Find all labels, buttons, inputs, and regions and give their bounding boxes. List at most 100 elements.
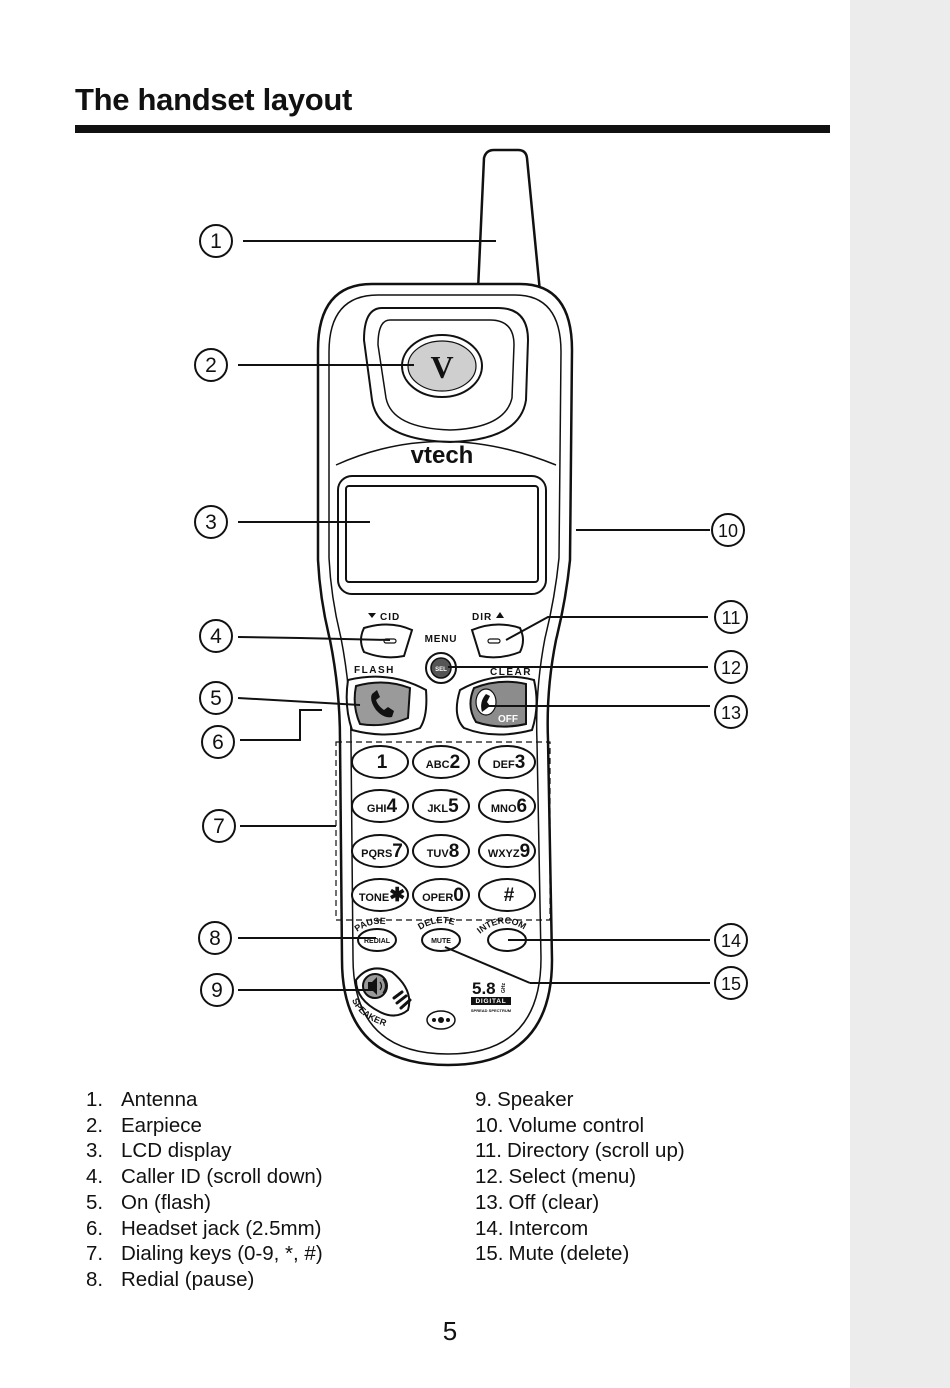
callout-number: 7 — [213, 815, 225, 838]
legend-item-number: 10. — [475, 1113, 504, 1139]
dial-key-digit: # — [504, 885, 515, 906]
legend-item-text: Earpiece — [121, 1113, 202, 1139]
legend-item: 1.Antenna — [86, 1087, 323, 1113]
callout-number: 12 — [721, 658, 741, 678]
callout-number: 1 — [210, 230, 222, 253]
brand-logo: vtech — [411, 442, 474, 469]
dial-key-digit: 0 — [453, 885, 464, 906]
dial-key-digit: 6 — [517, 796, 528, 817]
off-label: OFF — [498, 714, 518, 725]
legend-item-number: 7. — [86, 1241, 121, 1267]
legend-item-text: Speaker — [497, 1087, 573, 1113]
redial-key-label: REDIAL — [364, 938, 391, 945]
callout-number: 5 — [210, 687, 222, 710]
legend-item-number: 1. — [86, 1087, 121, 1113]
legend-item-text: On (flash) — [121, 1190, 211, 1216]
dial-key-letters: TUV — [427, 848, 450, 860]
legend-item-text: Off (clear) — [509, 1190, 600, 1216]
dial-key-letters: PQRS — [361, 848, 392, 860]
freq-badge-number: 5.8 — [472, 979, 496, 998]
dial-key-digit: 1 — [377, 752, 388, 773]
dial-key-digit: 5 — [448, 796, 459, 817]
legend-item: 11.Directory (scroll up) — [475, 1138, 685, 1164]
dial-key-digit: 7 — [392, 841, 403, 862]
dial-key-digit: 2 — [450, 752, 461, 773]
dir-key-dash — [488, 639, 500, 643]
legend-item-text: LCD display — [121, 1138, 232, 1164]
dial-key-letters: OPER — [422, 892, 453, 904]
legend-item-text: Directory (scroll up) — [507, 1138, 685, 1164]
callout-number: 2 — [205, 354, 217, 377]
legend-item-text: Intercom — [509, 1216, 589, 1242]
legend-item-number: 8. — [86, 1267, 121, 1293]
callout-number: 6 — [212, 731, 224, 754]
callout-number: 13 — [721, 703, 741, 723]
legend-item: 5.On (flash) — [86, 1190, 323, 1216]
legend-item-text: Antenna — [121, 1087, 197, 1113]
dial-key-digit: 9 — [520, 841, 531, 862]
antenna — [478, 150, 540, 292]
select-key-label: SEL — [435, 667, 447, 673]
callout-number: 8 — [209, 927, 221, 950]
callout-number: 14 — [721, 931, 741, 951]
mute-key-label: MUTE — [431, 938, 451, 945]
dial-key-label: # — [504, 885, 515, 906]
flash-label: FLASH — [354, 665, 395, 676]
legend-item-text: Redial (pause) — [121, 1267, 254, 1293]
legend-item: 3.LCD display — [86, 1138, 323, 1164]
legend-item: 7.Dialing keys (0-9, *, #) — [86, 1241, 323, 1267]
dial-key-digit: ✱ — [389, 885, 405, 906]
legend-item: 14.Intercom — [475, 1216, 685, 1242]
legend-item: 13.Off (clear) — [475, 1190, 685, 1216]
legend-item: 4.Caller ID (scroll down) — [86, 1164, 323, 1190]
mic-hole — [446, 1018, 450, 1022]
callout-number: 10 — [718, 521, 738, 541]
dial-key-digit: 3 — [515, 752, 526, 773]
legend-item: 10.Volume control — [475, 1113, 685, 1139]
callout-number: 4 — [210, 625, 222, 648]
spread-spectrum-badge: SPREAD SPECTRUM — [471, 1008, 512, 1013]
dial-key-letters: GHI — [367, 803, 387, 815]
mic-hole — [432, 1018, 436, 1022]
legend-item-number: 14. — [475, 1216, 504, 1242]
legend-item-text: Select (menu) — [509, 1164, 637, 1190]
dial-key-letters: DEF — [493, 759, 515, 771]
dial-key-letters: ABC — [426, 759, 450, 771]
legend-item-number: 3. — [86, 1138, 121, 1164]
legend-item: 8.Redial (pause) — [86, 1267, 323, 1293]
dial-key-letters: TONE — [359, 892, 389, 904]
dial-key-letters: WXYZ — [488, 848, 520, 860]
legend-item: 2.Earpiece — [86, 1113, 323, 1139]
legend-item-text: Volume control — [509, 1113, 645, 1139]
dir-label: DIR — [472, 612, 492, 623]
legend-item-text: Mute (delete) — [509, 1241, 630, 1267]
legend-item-number: 13. — [475, 1190, 504, 1216]
legend-item: 9.Speaker — [475, 1087, 685, 1113]
legend-item-number: 12. — [475, 1164, 504, 1190]
legend-item-text: Dialing keys (0-9, *, #) — [121, 1241, 323, 1267]
logo-mark: V — [430, 349, 453, 385]
dial-key-letters: JKL — [427, 803, 448, 815]
digital-badge: DIGITAL — [475, 998, 506, 1005]
mic-hole — [438, 1017, 444, 1023]
leader-line-6 — [240, 710, 322, 740]
legend-item-number: 5. — [86, 1190, 121, 1216]
legend-item-number: 4. — [86, 1164, 121, 1190]
legend-item: 12.Select (menu) — [475, 1164, 685, 1190]
legend-item-number: 6. — [86, 1216, 121, 1242]
dial-key-label: 1 — [377, 752, 388, 773]
talk-key — [355, 682, 410, 725]
cid-label: CID — [380, 612, 400, 623]
legend-item-text: Caller ID (scroll down) — [121, 1164, 323, 1190]
legend-item-number: 2. — [86, 1113, 121, 1139]
legend-item: 6.Headset jack (2.5mm) — [86, 1216, 323, 1242]
page-number: 5 — [0, 1316, 900, 1347]
dial-key-letters: MNO — [491, 803, 517, 815]
lcd-display — [346, 486, 538, 582]
menu-label: MENU — [425, 634, 458, 645]
callout-number: 11 — [722, 608, 741, 628]
callout-number: 9 — [211, 979, 223, 1002]
legend-item-text: Headset jack (2.5mm) — [121, 1216, 322, 1242]
